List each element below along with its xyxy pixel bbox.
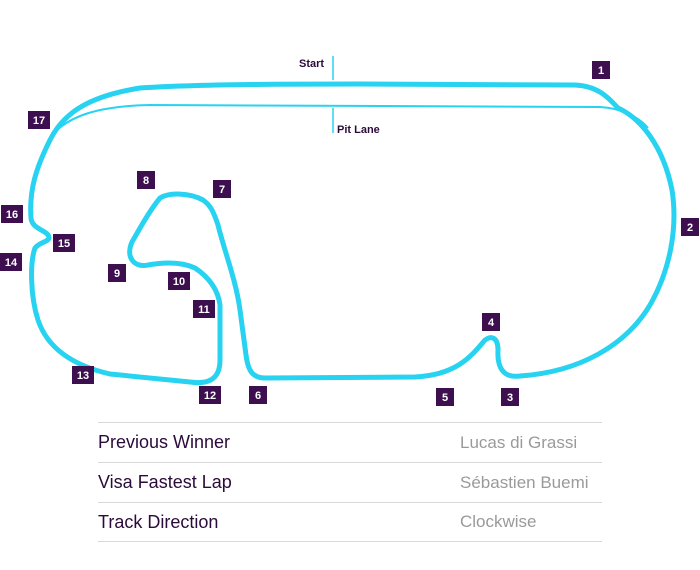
svg-text:16: 16 [6,209,18,221]
turn-marker-3: 3 [501,388,519,406]
svg-text:1: 1 [598,65,604,77]
info-row-track-direction: Track Direction Clockwise [98,502,602,542]
svg-text:10: 10 [173,276,185,288]
svg-text:11: 11 [198,304,210,316]
turn-marker-14: 14 [0,253,22,271]
turn-marker-8: 8 [137,171,155,189]
info-row-fastest-lap: Visa Fastest Lap Sébastien Buemi [98,462,602,502]
svg-text:4: 4 [488,317,495,329]
turn-marker-16: 16 [1,205,23,223]
info-value: Sébastien Buemi [460,472,589,492]
svg-text:14: 14 [5,257,18,269]
svg-text:8: 8 [143,175,149,187]
svg-text:15: 15 [58,238,70,250]
svg-text:7: 7 [219,184,225,196]
turn-marker-10: 10 [168,272,190,290]
info-value: Lucas di Grassi [460,432,578,452]
info-row-previous-winner: Previous Winner Lucas di Grassi [98,422,602,462]
track-outline [28,81,677,386]
pit-lane-path [51,103,649,136]
turn-marker-2: 2 [681,218,699,236]
turn-marker-6: 6 [249,386,267,404]
track-info-table: Previous Winner Lucas di Grassi Visa Fas… [98,422,602,542]
turn-marker-4: 4 [482,313,500,331]
svg-text:12: 12 [204,390,216,402]
info-label: Visa Fastest Lap [98,472,232,492]
svg-text:17: 17 [33,115,45,127]
info-label: Previous Winner [98,432,231,452]
turn-marker-5: 5 [436,388,454,406]
svg-text:9: 9 [114,268,120,280]
svg-text:13: 13 [77,370,89,382]
turn-marker-13: 13 [72,366,94,384]
track-map: Start Pit Lane 1 2 3 4 5 6 7 8 9 10 11 1… [0,56,699,406]
svg-text:2: 2 [687,222,693,234]
svg-text:5: 5 [442,392,448,404]
turn-marker-1: 1 [592,61,610,79]
turn-marker-17: 17 [28,111,50,129]
turn-marker-11: 11 [193,300,215,318]
info-label: Track Direction [98,511,219,532]
start-label: Start [299,58,324,70]
turn-marker-15: 15 [53,234,75,252]
turn-marker-7: 7 [213,180,231,198]
svg-text:6: 6 [255,390,261,402]
svg-text:3: 3 [507,392,513,404]
turn-marker-12: 12 [199,386,221,404]
pit-lane-label: Pit Lane [337,124,380,136]
info-value: Clockwise [460,512,537,531]
turn-marker-9: 9 [108,264,126,282]
